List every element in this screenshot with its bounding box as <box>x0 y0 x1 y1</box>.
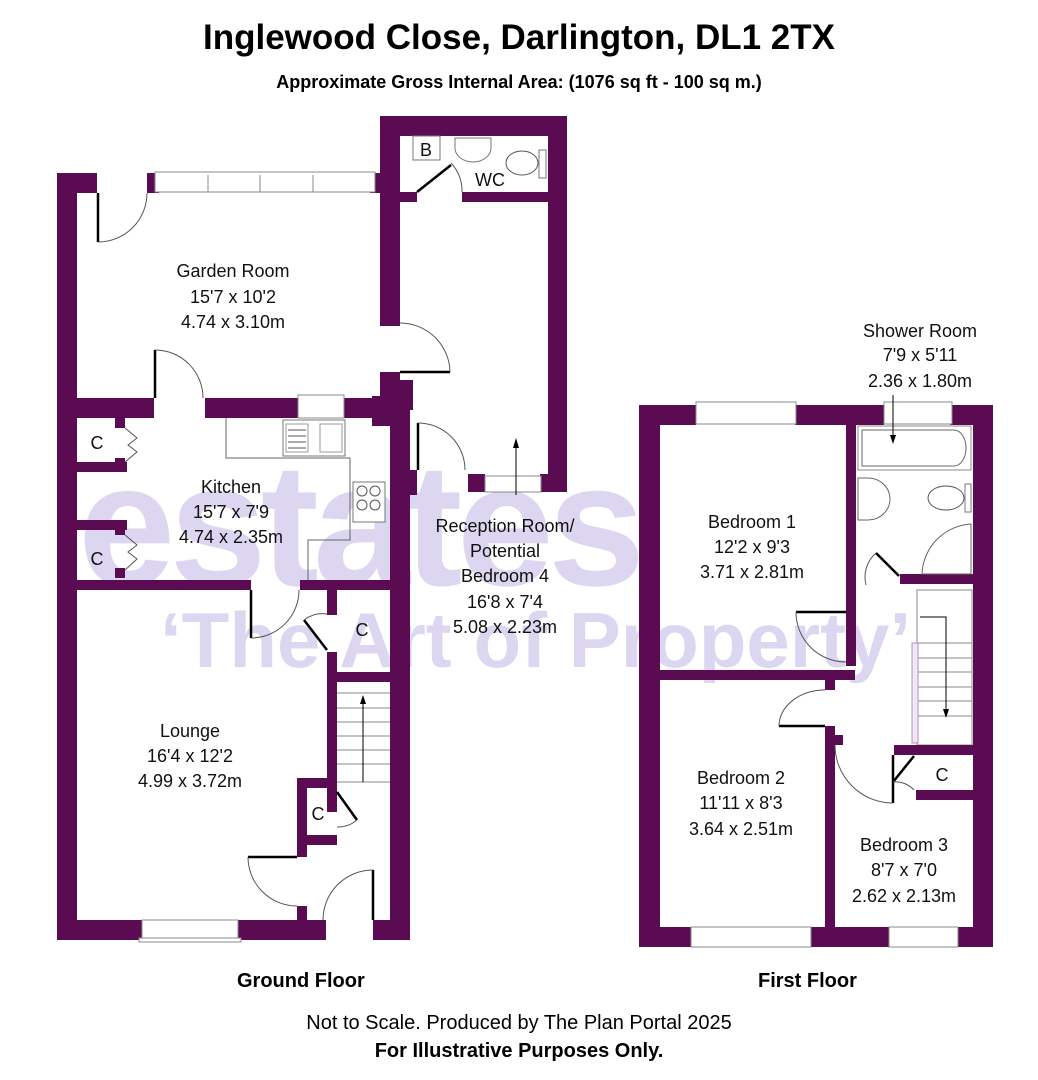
watermark: estates ‘The Art of Property’ <box>78 428 911 684</box>
room-name-bedroom-2: Bedroom 2 <box>697 768 785 788</box>
room-dims-metric: 3.64 x 2.51m <box>689 819 793 839</box>
room-dims-imperial: 12'2 x 9'3 <box>714 537 790 557</box>
room-dims-imperial: 15'7 x 7'9 <box>193 502 269 522</box>
cupboard-label: C <box>936 765 949 785</box>
ground-floor-plan: B WC <box>57 116 575 943</box>
room-name-reception-line2: Potential <box>470 541 540 561</box>
property-address-title: Inglewood Close, Darlington, DL1 2TX <box>203 18 835 57</box>
room-dims-imperial: 8'7 x 7'0 <box>871 860 937 880</box>
wc-label: WC <box>475 170 505 190</box>
watermark-tagline: ‘The Art of Property’ <box>160 596 911 684</box>
room-dims-metric: 4.99 x 3.72m <box>138 771 242 791</box>
room-name-reception-line3: Bedroom 4 <box>461 566 549 586</box>
room-dims-metric: 4.74 x 2.35m <box>179 527 283 547</box>
room-dims-metric: 3.71 x 2.81m <box>700 562 804 582</box>
room-dims-imperial: 16'8 x 7'4 <box>467 592 543 612</box>
room-dims-imperial: 15'7 x 10'2 <box>190 287 276 307</box>
cupboard-label: C <box>91 549 104 569</box>
gross-internal-area: Approximate Gross Internal Area: (1076 s… <box>276 72 762 92</box>
room-dims-imperial: 11'11 x 8'3 <box>699 793 782 813</box>
room-name-bedroom-1: Bedroom 1 <box>708 512 796 532</box>
cupboard-label: C <box>312 804 325 824</box>
room-dims-metric: 2.62 x 2.13m <box>852 886 956 906</box>
room-name-lounge: Lounge <box>160 721 220 741</box>
first-floor-plan: C Shower Room 7'9 x 5'11 2.36 x 1.80m Be… <box>639 321 993 948</box>
boiler-label: B <box>420 140 432 160</box>
cupboard-label: C <box>91 433 104 453</box>
room-name-kitchen: Kitchen <box>201 477 261 497</box>
room-dims-metric: 2.36 x 1.80m <box>868 371 972 391</box>
scale-disclaimer: Not to Scale. Produced by The Plan Porta… <box>306 1012 732 1034</box>
room-name-garden-room: Garden Room <box>176 261 289 281</box>
room-dims-metric: 5.08 x 2.23m <box>453 617 557 637</box>
room-dims-metric: 4.74 x 3.10m <box>181 312 285 332</box>
room-name-shower-room: Shower Room <box>863 321 977 341</box>
illustrative-notice: For Illustrative Purposes Only. <box>374 1040 664 1062</box>
room-name-reception: Reception Room/ <box>435 516 574 536</box>
first-floor-label: First Floor <box>758 970 857 992</box>
room-name-bedroom-3: Bedroom 3 <box>860 835 948 855</box>
room-dims-imperial: 16'4 x 12'2 <box>147 746 233 766</box>
ground-floor-label: Ground Floor <box>237 970 365 992</box>
room-dims-imperial: 7'9 x 5'11 <box>883 345 958 365</box>
cupboard-label: C <box>356 620 369 640</box>
